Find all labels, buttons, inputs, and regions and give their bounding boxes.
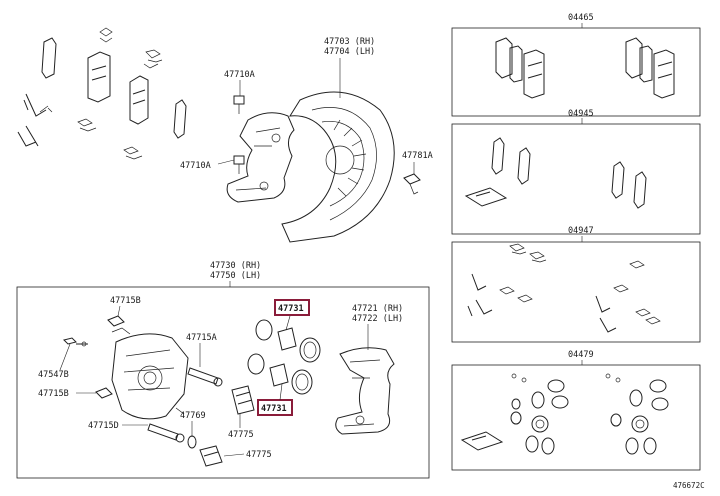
boot-47775-a[interactable] bbox=[231, 385, 255, 415]
bolt-47710a-mid[interactable] bbox=[233, 155, 245, 174]
kit-04945-shims bbox=[464, 137, 647, 209]
label-47710a-top: 47710A bbox=[224, 70, 255, 80]
label-47703: 47703 (RH) bbox=[324, 37, 375, 47]
piston-kit-47731[interactable] bbox=[247, 319, 321, 395]
boot-47775-b[interactable] bbox=[199, 445, 223, 467]
kit-box-04945[interactable] bbox=[451, 123, 701, 235]
kit-box-04479[interactable] bbox=[451, 364, 701, 471]
guide-pin-47715a[interactable] bbox=[187, 367, 223, 387]
highlight-47731-bottom[interactable] bbox=[257, 399, 293, 416]
label-kit-04947: 04947 bbox=[568, 226, 594, 236]
label-kit-04945: 04945 bbox=[568, 109, 594, 119]
label-47730: 47730 (RH) bbox=[210, 261, 261, 271]
label-47715d: 47715D bbox=[88, 421, 119, 431]
kit-04947-hardware bbox=[467, 243, 661, 333]
label-47731-top: 47731 bbox=[278, 304, 304, 314]
label-47715b-top: 47715B bbox=[110, 296, 141, 306]
label-47775-b: 47775 bbox=[246, 450, 272, 460]
label-47731-bottom: 47731 bbox=[261, 404, 287, 414]
label-kit-04465: 04465 bbox=[568, 13, 594, 23]
pad-clips-group[interactable] bbox=[17, 27, 187, 160]
label-47781a: 47781A bbox=[402, 151, 433, 161]
dust-shield-group[interactable] bbox=[281, 91, 395, 243]
label-47750: 47750 (LH) bbox=[210, 271, 261, 281]
highlight-47731-top[interactable] bbox=[274, 299, 310, 316]
label-47710a-mid: 47710A bbox=[180, 161, 211, 171]
label-47721: 47721 (RH) bbox=[352, 304, 403, 314]
drawing-code: 476672C bbox=[673, 481, 705, 490]
label-47775-a: 47775 bbox=[228, 430, 254, 440]
kit-box-04465[interactable] bbox=[451, 27, 701, 117]
guide-pin-47715d[interactable] bbox=[147, 423, 185, 443]
mounting-bracket-47721[interactable] bbox=[335, 347, 395, 435]
bleeder-47547b[interactable] bbox=[63, 337, 88, 347]
kit-04465-pads bbox=[495, 37, 675, 99]
label-47715b-low: 47715B bbox=[38, 389, 69, 399]
kit-04479-seals bbox=[460, 373, 669, 455]
bolt-47781a[interactable] bbox=[403, 173, 421, 195]
label-47722: 47722 (LH) bbox=[352, 314, 403, 324]
caliper-assembly-box bbox=[16, 286, 430, 479]
label-47704: 47704 (LH) bbox=[324, 47, 375, 57]
kit-box-04947[interactable] bbox=[451, 241, 701, 343]
bolt-47710a-top[interactable] bbox=[233, 95, 245, 114]
caliper-body-group[interactable] bbox=[111, 327, 189, 420]
caliper-bracket-group[interactable] bbox=[226, 112, 295, 203]
label-47547b: 47547B bbox=[38, 370, 69, 380]
label-47715a: 47715A bbox=[186, 333, 217, 343]
bushing-47769[interactable] bbox=[187, 435, 197, 449]
label-kit-04479: 04479 bbox=[568, 350, 594, 360]
label-47769: 47769 bbox=[180, 411, 206, 421]
bolt-47715b-top[interactable] bbox=[107, 315, 125, 327]
bolt-47715b-low[interactable] bbox=[95, 387, 113, 399]
